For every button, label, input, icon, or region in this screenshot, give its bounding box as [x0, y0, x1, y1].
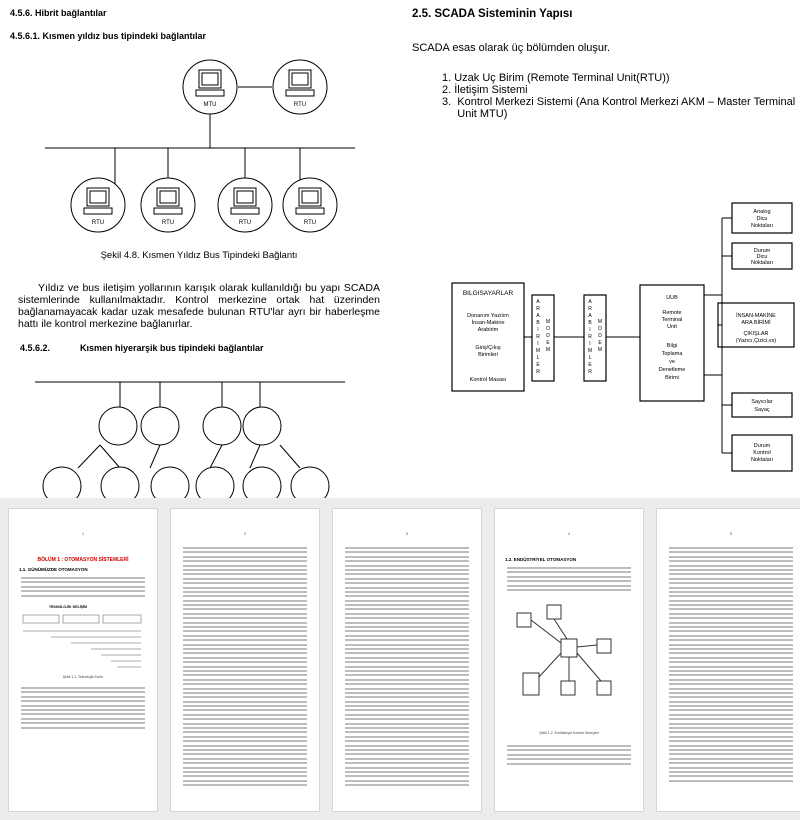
diagram-label: UUB [666, 295, 678, 301]
diagram-label: Donanım Yazılım [467, 313, 509, 319]
document-spread: 4.5.6. Hibrit bağlantılar 4.5.6.1. Kısme… [0, 0, 800, 498]
subsection-number: 4.5.6.2. [20, 343, 51, 353]
section-heading: 4.5.6. Hibrit bağlantılar [10, 8, 107, 18]
right-page: 2.5. SCADA Sisteminin Yapısı SCADA esas … [402, 0, 800, 498]
counters-box [731, 392, 793, 418]
diagram-label: ARA BİRİMİ [741, 319, 771, 326]
thumbnail-page-4[interactable]: 4 1.2. ENDÜSTRİYEL OTOMASYON Şekil 1.2. … [494, 508, 644, 812]
rtu-box [639, 284, 705, 402]
hierarchical-bus-diagram [35, 381, 345, 498]
diagram-label: Birimleri [478, 352, 498, 358]
diagram-label: İnsan-Makine [471, 319, 504, 326]
diagram-label: Noktaları [751, 223, 773, 229]
diagram-label: Arabirim [478, 327, 499, 333]
computers-label: BILGISAYARLAR [463, 290, 514, 297]
node-label-rtu: RTU [162, 220, 174, 226]
scada-structure-diagram: BILGISAYARLAR Donanım Yazılım İnsan-Maki… [451, 202, 795, 472]
thumbnail-caption: Şekil 1.1. Teknolojik Evrim [62, 675, 104, 679]
page-title: 2.5. SCADA Sisteminin Yapısı [412, 8, 573, 20]
thumbnail-page-number: 2 [243, 531, 247, 536]
diagram-label: Noktaları [751, 260, 773, 266]
diagram-label: Noktaları [751, 457, 773, 463]
interface-box-2 [583, 294, 607, 382]
node-label-rtu: RTU [239, 220, 251, 226]
status-box-1 [731, 242, 793, 270]
node-rtu-top: RTU [272, 59, 328, 115]
diagram-label: Kontrol [753, 450, 770, 456]
diagram-label: Toplama [662, 351, 684, 357]
diagram-label: Dicu [756, 216, 767, 222]
thumbnail-caption: Şekil 1.2. Endüstriyel Kontrol Süreçleri [539, 731, 599, 735]
computers-box [451, 282, 525, 392]
node-rtu-2: RTU [140, 177, 196, 233]
thumbnail-page-number: 5 [729, 531, 733, 536]
interface-box-1 [531, 294, 555, 382]
analog-box [731, 202, 793, 234]
diagram-label: Giriş/Çıkış [475, 345, 501, 351]
thumbnail-page-5[interactable]: 5 [656, 508, 800, 812]
diagram-label: Durum [754, 248, 771, 254]
diagram-label: İNSAN-MAKİNE [736, 312, 776, 319]
subsection-heading: 4.5.6.1. Kısmen yıldız bus tipindeki bağ… [10, 31, 207, 41]
thumbnail-page-number: 1 [81, 531, 85, 536]
body-paragraph: Yıldız ve bus iletişim yollarının karışı… [18, 282, 380, 330]
thumbnail-page-number: 3 [405, 531, 409, 536]
thumbnail-title: BÖLÜM 1 : OTOMASYON SİSTEMLERİ [37, 557, 129, 563]
node-label-rtu: RTU [92, 220, 104, 226]
diagram-label: Dicu [756, 254, 767, 260]
diagram-label: Analog [753, 209, 770, 215]
list-item: Unit MTU) [442, 108, 508, 120]
list-item: 1. Uzak Uç Birim (Remote Terminal Unit(R… [442, 72, 670, 84]
diagram-label: Remote [662, 310, 681, 316]
diagram-label: Bilgi [667, 343, 677, 349]
thumbnail-page-number: 4 [567, 531, 571, 536]
node-rtu-1: RTU [70, 177, 126, 233]
component-list: 1. Uzak Uç Birim (Remote Terminal Unit(R… [442, 72, 795, 120]
diagram-label: ve [669, 359, 675, 365]
diagram-label: Unit [667, 324, 677, 330]
diagram-label: Sayaç [754, 407, 770, 413]
figure-caption: Şekil 4.8. Kısmen Yıldız Bus Tipindeki B… [100, 250, 298, 261]
node-label-rtu: RTU [304, 220, 316, 226]
diagram-label: Denetleme [659, 367, 686, 373]
left-page: 4.5.6. Hibrit bağlantılar 4.5.6.1. Kısme… [0, 0, 398, 498]
diagram-label: Kontrol Masası [470, 377, 507, 383]
list-item: 2. İletişim Sistemi [442, 84, 528, 96]
thumbnail-page-3[interactable]: 3 [332, 508, 482, 812]
subsection-heading-2: Kısmen hiyerarşik bus tipindeki bağlantı… [80, 343, 264, 353]
thumbnail-diagram-title: TEKNOLOJİK GELİŞİM [49, 605, 87, 609]
diagram-label: (Yazıcı,Çizici,vs) [736, 338, 776, 344]
node-mtu: MTU [182, 59, 238, 115]
star-bus-diagram: MTU RTU RTU RTU [45, 59, 355, 233]
thumbnail-heading: 1.1. GÜNÜMÜZDE OTOMASYON [19, 567, 88, 572]
node-rtu-4: RTU [282, 177, 338, 233]
list-item: 3. Kontrol Merkezi Sistemi (Ana Kontrol … [442, 96, 796, 108]
node-label-mtu: MTU [204, 102, 217, 108]
thumbnail-heading: 1.2. ENDÜSTRİYEL OTOMASYON [505, 557, 577, 562]
diagram-label: Durum [754, 443, 771, 449]
intro-text: SCADA esas olarak üç bölümden oluşur. [412, 42, 611, 54]
diagram-label: Birimi [665, 375, 679, 381]
node-rtu-3: RTU [217, 177, 273, 233]
diagram-label: Terminal [662, 317, 683, 323]
thumbnail-diagram [22, 614, 142, 668]
diagram-label: ÇIKIŞLAR [743, 331, 768, 337]
diagram-label: Sayıcılar [751, 399, 773, 405]
thumbnail-diagram [516, 604, 612, 696]
node-label-rtu: RTU [294, 102, 306, 108]
page-thumbnail-strip: 1 BÖLÜM 1 : OTOMASYON SİSTEMLERİ 1.1. GÜ… [0, 498, 800, 820]
thumbnail-page-1[interactable]: 1 BÖLÜM 1 : OTOMASYON SİSTEMLERİ 1.1. GÜ… [8, 508, 158, 812]
thumbnail-page-2[interactable]: 2 [170, 508, 320, 812]
